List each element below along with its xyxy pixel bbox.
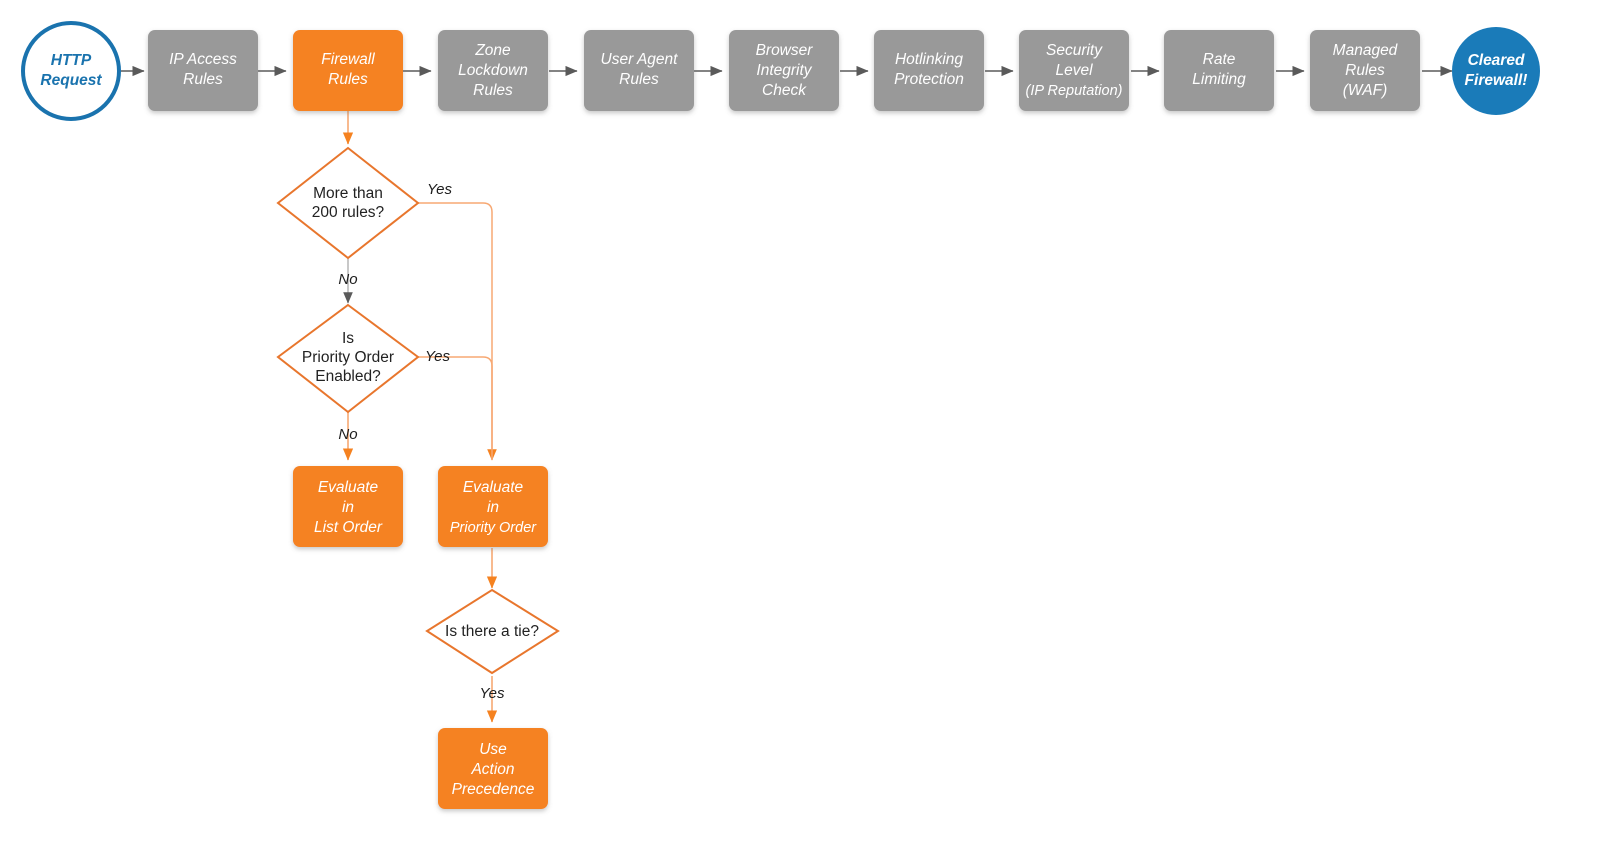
edge-label-decision3-yes: Yes	[479, 685, 505, 702]
node-http-request-line1: HTTP	[51, 52, 92, 69]
edge-label-decision1-no: No	[338, 271, 357, 288]
node-ip-access-rules-line1: IP Access	[169, 51, 237, 68]
node-zone-lockdown-rules-line1: Zone	[474, 42, 511, 59]
node-evaluate-in-priority-order-line2: in	[487, 499, 499, 516]
node-firewall-rules[interactable]: Firewall Rules	[293, 30, 403, 111]
node-security-level-line2: Level	[1055, 62, 1093, 79]
connector-decision2-yes	[418, 356, 493, 460]
node-firewall-rules-line2: Rules	[328, 71, 368, 88]
node-use-action-precedence[interactable]: Use Action Precedence	[438, 728, 548, 809]
node-browser-integrity-check[interactable]: Browser Integrity Check	[729, 30, 839, 111]
node-browser-integrity-check-line2: Integrity	[756, 62, 812, 79]
node-zone-lockdown-rules-line2: Lockdown	[458, 62, 528, 79]
node-ip-access-rules[interactable]: IP Access Rules	[148, 30, 258, 111]
node-user-agent-rules-line1: User Agent	[601, 51, 679, 68]
node-evaluate-in-list-order-line1: Evaluate	[318, 479, 379, 496]
decision-more-than-200-rules-line2: 200 rules?	[312, 204, 385, 221]
node-cleared-firewall-line1: Cleared	[1468, 52, 1525, 69]
node-evaluate-in-list-order[interactable]: Evaluate in List Order	[293, 466, 403, 547]
connector-decision1-yes	[418, 202, 497, 461]
decision-is-there-a-tie[interactable]: Is there a tie?	[425, 588, 560, 675]
node-managed-rules-waf[interactable]: Managed Rules (WAF)	[1310, 30, 1420, 111]
node-managed-rules-waf-line3: (WAF)	[1343, 82, 1387, 99]
node-http-request[interactable]: HTTP Request	[21, 21, 121, 121]
edge-label-decision1-yes: Yes	[427, 181, 453, 198]
node-hotlinking-protection-line2: Protection	[894, 71, 964, 88]
edge-label-decision2-yes: Yes	[425, 348, 451, 365]
node-use-action-precedence-line2: Action	[470, 761, 514, 778]
node-security-level[interactable]: Security Level (IP Reputation)	[1019, 30, 1129, 111]
decision-is-there-a-tie-line1: Is there a tie?	[445, 623, 539, 640]
decision-is-priority-order-enabled[interactable]: Is Priority Order Enabled?	[276, 303, 420, 414]
node-use-action-precedence-line3: Precedence	[452, 781, 535, 798]
node-user-agent-rules[interactable]: User Agent Rules	[584, 30, 694, 111]
decision-more-than-200-rules-line1: More than	[313, 185, 383, 202]
node-rate-limiting-line1: Rate	[1203, 51, 1236, 68]
node-cleared-firewall[interactable]: Cleared Firewall!	[1452, 27, 1540, 115]
decision-is-priority-order-enabled-line1: Is	[342, 330, 354, 347]
decision-is-priority-order-enabled-line2: Priority Order	[302, 349, 394, 366]
node-hotlinking-protection-line1: Hotlinking	[895, 51, 963, 68]
node-use-action-precedence-line1: Use	[479, 741, 507, 758]
node-zone-lockdown-rules[interactable]: Zone Lockdown Rules	[438, 30, 548, 111]
node-security-level-line1: Security	[1046, 42, 1103, 59]
node-rate-limiting-line2: Limiting	[1192, 71, 1246, 88]
node-hotlinking-protection[interactable]: Hotlinking Protection	[874, 30, 984, 111]
node-firewall-rules-line1: Firewall	[321, 51, 375, 68]
node-evaluate-in-priority-order-line1: Evaluate	[463, 479, 524, 496]
node-browser-integrity-check-line3: Check	[762, 82, 807, 99]
node-evaluate-in-priority-order-line3: Priority Order	[450, 520, 537, 536]
decision-is-priority-order-enabled-line3: Enabled?	[315, 368, 381, 385]
node-user-agent-rules-line2: Rules	[619, 71, 659, 88]
decision-more-than-200-rules[interactable]: More than 200 rules?	[276, 146, 420, 260]
node-ip-access-rules-line2: Rules	[183, 71, 223, 88]
node-evaluate-in-list-order-line2: in	[342, 499, 354, 516]
node-managed-rules-waf-line2: Rules	[1345, 62, 1385, 79]
node-cleared-firewall-line2: Firewall!	[1465, 72, 1528, 89]
node-evaluate-in-list-order-line3: List Order	[314, 519, 383, 536]
edge-label-decision2-no: No	[338, 426, 357, 443]
node-http-request-line2: Request	[40, 72, 102, 89]
node-rate-limiting[interactable]: Rate Limiting	[1164, 30, 1274, 111]
node-managed-rules-waf-line1: Managed	[1333, 42, 1399, 59]
node-browser-integrity-check-line1: Browser	[756, 42, 814, 59]
node-zone-lockdown-rules-line3: Rules	[473, 82, 513, 99]
node-security-level-line3: (IP Reputation)	[1026, 83, 1123, 99]
node-evaluate-in-priority-order[interactable]: Evaluate in Priority Order	[438, 466, 548, 547]
